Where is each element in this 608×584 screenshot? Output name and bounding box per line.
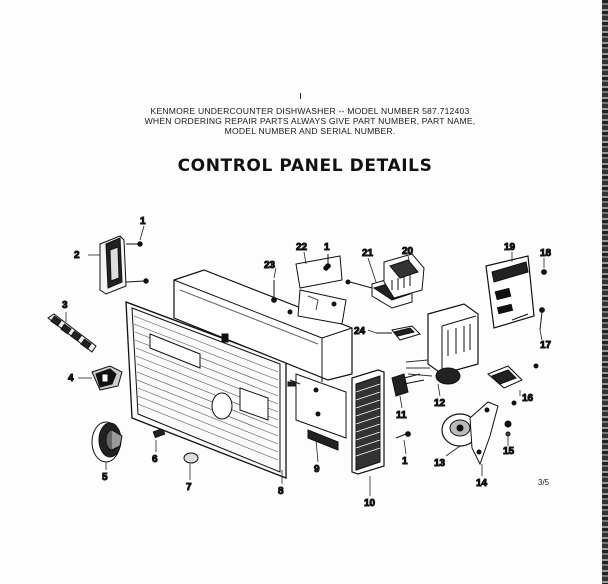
callout-15: 15 [503,446,515,457]
part-5-knob [91,421,123,463]
ordering-header: KENMORE UNDERCOUNTER DISHWASHER -- MODEL… [100,106,520,136]
part-23-screw [271,280,293,315]
part-24-clip [376,325,421,341]
part-1-screw-lower [395,431,411,439]
part-11-connector [391,373,425,397]
callout-1a: 1 [140,216,146,227]
callout-1b: 1 [324,242,330,253]
callout-23: 23 [264,260,276,271]
callout-24: 24 [354,326,366,337]
part-9-console-frame [173,269,353,451]
leader-lines [65,225,545,496]
page-number: 3/5 [538,478,550,487]
callout-10: 10 [364,498,376,509]
callout-1c: 1 [402,456,408,467]
header-line-1: KENMORE UNDERCOUNTER DISHWASHER -- MODEL… [150,106,470,116]
page-title: CONTROL PANEL DETAILS [177,156,433,176]
part-2-bracket [99,235,149,295]
header-line-2: WHEN ORDERING REPAIR PARTS ALWAYS GIVE P… [144,116,476,126]
top-tick-mark [300,93,301,99]
part-18-screw [541,269,547,275]
callout-12: 12 [434,398,446,409]
callout-2: 2 [74,250,80,261]
callout-14: 14 [476,478,488,489]
callout-20: 20 [402,246,414,257]
callout-16: 16 [522,393,534,404]
callout-19: 19 [504,242,516,253]
callout-8: 8 [278,486,284,497]
part-3-button-strip [47,313,97,353]
part-22-mounting-plate [295,255,347,325]
part-16-bracket [487,365,523,406]
callout-4: 4 [68,373,74,384]
callout-7: 7 [186,482,192,493]
part-12-timer [405,303,479,385]
part-10-vent-grille [351,369,385,475]
callout-18: 18 [540,248,552,259]
part-1-screw-upper [325,254,331,269]
callout-5: 5 [102,472,108,483]
callout-11: 11 [396,410,407,421]
callout-22: 22 [296,242,308,253]
callout-6: 6 [152,454,158,465]
part-19-cover [485,255,535,329]
part-17-screw [533,307,545,369]
header-line-3: MODEL NUMBER AND SERIAL NUMBER. [224,126,396,136]
callout-21: 21 [362,248,374,259]
part-15-screw [504,420,512,437]
part-4-switch [91,365,123,391]
callout-17: 17 [540,340,552,351]
part-14-plate [469,401,499,466]
callout-9: 9 [314,464,320,475]
part-20-timer-contacts [383,253,425,299]
callout-13: 13 [434,458,446,469]
callout-3: 3 [62,300,68,311]
scan-edge-border [602,0,608,584]
part-8-console-panel [125,301,287,479]
